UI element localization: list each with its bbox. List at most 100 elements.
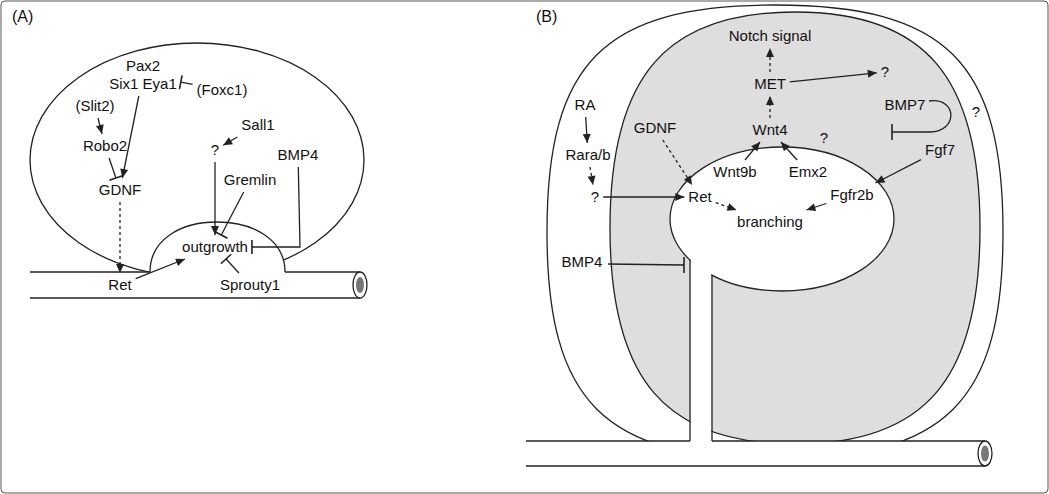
edge-line xyxy=(181,82,193,84)
arrowhead xyxy=(751,142,760,151)
stalk-wall xyxy=(711,275,712,441)
gene-label: Fgfr2b xyxy=(829,186,874,204)
gene-name: BMP7 xyxy=(885,96,926,114)
gene-name: Sall1 xyxy=(241,116,274,134)
activation-edge xyxy=(875,160,921,183)
gene-name: BMP4 xyxy=(562,253,603,271)
gene-label: BMP7 xyxy=(884,96,927,114)
tube-wall xyxy=(526,440,690,441)
edge-line xyxy=(716,203,737,210)
gene-label: Emx2 xyxy=(788,163,828,181)
edge-line xyxy=(221,192,243,235)
inhibition-bar xyxy=(251,240,253,254)
arrowhead xyxy=(867,70,876,78)
gene-name: Gremlin xyxy=(224,171,277,189)
gene-label: ? xyxy=(210,141,220,159)
inhibition-edge xyxy=(221,254,239,273)
gene-name: BMP4 xyxy=(278,146,319,164)
gene-label: Pax2Six1 Eya1 xyxy=(108,57,178,93)
stalk-fill xyxy=(691,250,712,450)
activation-edge xyxy=(745,142,760,160)
edge-line xyxy=(745,142,760,160)
panel: (A)(Slit2)Pax2Six1 Eya1(Foxc1)Robo2Sall1… xyxy=(0,0,524,494)
arrowhead xyxy=(96,124,104,134)
edge-label: ? xyxy=(819,129,829,147)
activation-edge xyxy=(116,202,124,273)
tube-wall xyxy=(712,440,985,441)
inhibition-bar xyxy=(179,75,182,89)
gene-label: RA xyxy=(574,96,597,114)
inhibition-bar xyxy=(891,124,893,140)
activation-edge xyxy=(716,203,737,211)
inhibition-edge xyxy=(215,192,244,238)
gene-label: Notch signal xyxy=(728,27,813,45)
cap-mesenchyme xyxy=(610,12,980,444)
gene-label: Ret xyxy=(687,188,712,206)
gene-name: ? xyxy=(591,188,599,206)
edge-line xyxy=(781,142,797,160)
mesenchyme-outline xyxy=(30,43,364,277)
gene-label: ? xyxy=(590,188,600,206)
gene-label: Wnt4 xyxy=(751,121,788,139)
gene-name: Six1 Eya1 xyxy=(109,75,177,93)
gene-name: MET xyxy=(754,75,786,93)
gene-name: Fgf7 xyxy=(925,141,955,159)
activation-edge xyxy=(806,203,826,211)
activation-edge xyxy=(603,193,684,201)
gene-name: (Slit2) xyxy=(75,97,114,115)
gene-label: Sall1 xyxy=(240,116,275,134)
gene-name: ? xyxy=(211,141,219,159)
activation-edge xyxy=(766,48,774,72)
arrowhead xyxy=(684,175,692,185)
activation-edge xyxy=(781,142,797,160)
arrowhead xyxy=(806,203,816,211)
gene-name: Fgfr2b xyxy=(830,186,873,204)
tube-lumen xyxy=(356,277,364,293)
arrowhead xyxy=(223,137,233,145)
arrowhead xyxy=(727,203,737,211)
activation-edge xyxy=(766,96,774,118)
gene-label: ? xyxy=(880,63,890,81)
gene-label: Ret xyxy=(107,276,132,294)
gene-name: ? xyxy=(881,63,889,81)
inhibition-edge xyxy=(179,75,192,89)
inhibition-bar xyxy=(221,254,231,263)
tube-fill xyxy=(30,272,360,298)
gene-name: Ret xyxy=(688,188,711,206)
gene-label: (Slit2) xyxy=(74,97,115,115)
gene-label: (Foxc1) xyxy=(196,81,249,99)
edge-line xyxy=(790,73,877,82)
activation-edge xyxy=(583,117,591,143)
gene-name: Wnt4 xyxy=(752,121,787,139)
tube-end xyxy=(353,272,367,298)
arrowhead xyxy=(675,193,684,201)
tube-wall xyxy=(285,271,360,272)
inhibition-line xyxy=(608,264,684,265)
gene-label: Gremlin xyxy=(223,171,278,189)
arrowhead xyxy=(766,48,774,57)
edge-line xyxy=(136,259,185,279)
activation-edge xyxy=(211,162,219,235)
edge-line xyxy=(876,160,922,183)
edge-line xyxy=(806,204,826,211)
gene-label: ? xyxy=(971,103,981,121)
inhibition-bar xyxy=(215,232,227,238)
gene-label: Robo2 xyxy=(82,137,128,155)
gene-label: BMP4 xyxy=(277,146,320,164)
tube-wall xyxy=(526,465,985,466)
tube-wall xyxy=(30,297,360,298)
stalk-wall xyxy=(689,260,690,441)
activation-edge xyxy=(790,70,877,82)
gene-name: Emx2 xyxy=(789,163,827,181)
gene-label: GDNF xyxy=(98,181,143,199)
edge-line xyxy=(223,137,237,145)
gene-name: Wnt9b xyxy=(713,163,756,181)
activation-edge xyxy=(223,137,237,145)
arrowhead xyxy=(781,142,790,151)
activation-edge xyxy=(588,167,596,185)
gene-label: GDNF xyxy=(633,119,678,137)
tube-wall xyxy=(30,271,150,272)
